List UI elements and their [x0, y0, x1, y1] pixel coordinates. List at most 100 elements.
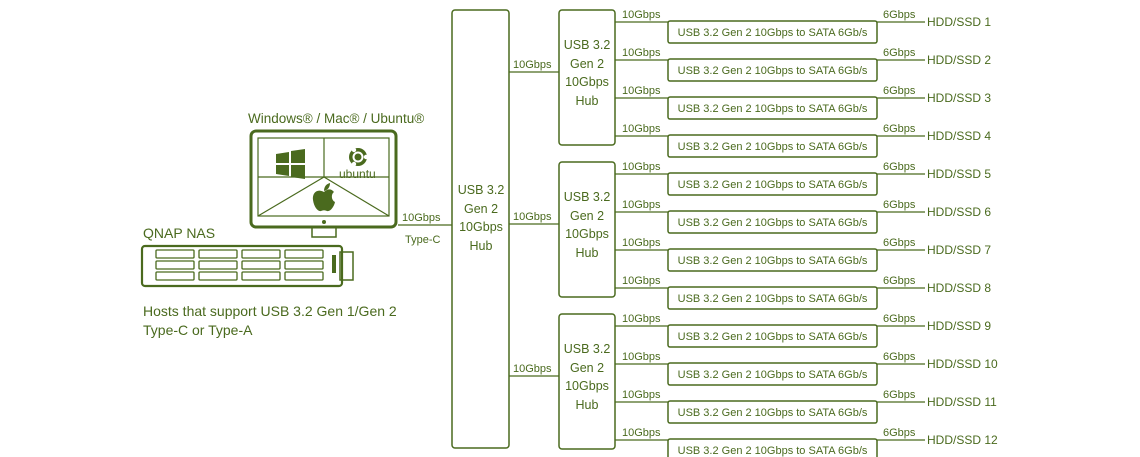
main-hub-line-2: Gen 2: [464, 202, 498, 216]
adapter-box: [667, 248, 878, 272]
adapter-label: USB 3.2 Gen 2 10Gbps to SATA 6Gb/s: [678, 369, 868, 381]
sub-hub-line-4: Hub: [576, 94, 599, 108]
drive-label: HDD/SSD 6: [927, 205, 991, 219]
adapter-box: [667, 362, 878, 386]
adapter-label: USB 3.2 Gen 2 10Gbps to SATA 6Gb/s: [678, 407, 868, 419]
adapter-in-speed: 10Gbps: [622, 47, 661, 59]
adapter-label: USB 3.2 Gen 2 10Gbps to SATA 6Gb/s: [678, 179, 868, 191]
sub-hub-box: [558, 313, 616, 450]
sub-hub-line-2: Gen 2: [570, 57, 604, 71]
adapter-label: USB 3.2 Gen 2 10Gbps to SATA 6Gb/s: [678, 103, 868, 115]
main-hub-line-4: Hub: [470, 239, 493, 253]
adapter-in-speed: 10Gbps: [622, 275, 661, 287]
nas-bay: [284, 249, 324, 259]
adapter-out-speed: 6Gbps: [883, 389, 916, 401]
adapter-out-speed: 6Gbps: [883, 237, 916, 249]
adapter-out-speed: 6Gbps: [883, 123, 916, 135]
sub-hub-line-4: Hub: [576, 398, 599, 412]
adapter-box: [667, 210, 878, 234]
sub-hub-line-1: USB 3.2: [564, 342, 611, 356]
adapter-out-speed: 6Gbps: [883, 85, 916, 97]
adapter-label: USB 3.2 Gen 2 10Gbps to SATA 6Gb/s: [678, 65, 868, 77]
adapter-in-speed: 10Gbps: [622, 199, 661, 211]
adapter-label: USB 3.2 Gen 2 10Gbps to SATA 6Gb/s: [678, 217, 868, 229]
ubuntu-wordmark: ubuntu: [339, 167, 376, 181]
adapter-label: USB 3.2 Gen 2 10Gbps to SATA 6Gb/s: [678, 27, 868, 39]
drive-label: HDD/SSD 2: [927, 53, 991, 67]
host-group: Windows® / Mac® / Ubuntu® ubuntu: [140, 111, 452, 338]
adapter-label: USB 3.2 Gen 2 10Gbps to SATA 6Gb/s: [678, 445, 868, 457]
nas-device-icon: [140, 244, 354, 288]
sub-hub-line-3: 10Gbps: [565, 227, 609, 241]
drive-label: HDD/SSD 12: [927, 433, 998, 447]
sub-hub-link-speed: 10Gbps: [513, 211, 552, 223]
sub-hub-box: [558, 161, 616, 298]
adapter-in-speed: 10Gbps: [622, 237, 661, 249]
windows-logo-icon: [276, 149, 305, 179]
nas-bay: [284, 260, 324, 270]
adapter-out-speed: 6Gbps: [883, 427, 916, 439]
adapter-box: [667, 134, 878, 158]
nas-bay: [241, 271, 281, 281]
nas-bay: [155, 249, 195, 259]
ubuntu-logo-icon: ubuntu: [339, 147, 376, 181]
main-hub-line-3: 10Gbps: [459, 220, 503, 234]
adapter-out-speed: 6Gbps: [883, 199, 916, 211]
os-label: Windows® / Mac® / Ubuntu®: [248, 111, 424, 126]
host-link-speed: 10Gbps: [402, 212, 441, 224]
adapter-out-speed: 6Gbps: [883, 9, 916, 21]
sub-hub-link-speed: 10Gbps: [513, 59, 552, 71]
apple-logo-icon: [312, 183, 335, 212]
drive-label: HDD/SSD 9: [927, 319, 991, 333]
nas-bay: [198, 271, 238, 281]
drive-label: HDD/SSD 1: [927, 15, 991, 29]
adapter-label: USB 3.2 Gen 2 10Gbps to SATA 6Gb/s: [678, 331, 868, 343]
nas-bay: [198, 260, 238, 270]
adapter-box: [667, 400, 878, 424]
adapter-box: [667, 286, 878, 310]
main-hub: USB 3.2 Gen 2 10Gbps Hub: [451, 9, 510, 449]
sub-hub-link-speed: 10Gbps: [513, 363, 552, 375]
adapter-in-speed: 10Gbps: [622, 427, 661, 439]
drive-label: HDD/SSD 7: [927, 243, 991, 257]
main-hub-line-1: USB 3.2: [458, 183, 505, 197]
nas-bay: [241, 260, 281, 270]
nas-bay: [284, 271, 324, 281]
drive-label: HDD/SSD 4: [927, 129, 991, 143]
nas-bay: [241, 249, 281, 259]
nas-bay: [198, 249, 238, 259]
adapter-box: [667, 438, 878, 457]
nas-bay: [155, 271, 195, 281]
sub-hub-line-2: Gen 2: [570, 361, 604, 375]
sub-hub-line-1: USB 3.2: [564, 38, 611, 52]
adapter-in-speed: 10Gbps: [622, 351, 661, 363]
sub-hub-box: [558, 9, 616, 146]
drive-label: HDD/SSD 3: [927, 91, 991, 105]
adapter-box: [667, 20, 878, 44]
adapter-box: [667, 58, 878, 82]
adapter-in-speed: 10Gbps: [622, 123, 661, 135]
sub-hub-line-2: Gen 2: [570, 209, 604, 223]
drive-label: HDD/SSD 10: [927, 357, 998, 371]
adapter-box: [667, 96, 878, 120]
drive-label: HDD/SSD 11: [927, 395, 997, 409]
adapter-in-speed: 10Gbps: [622, 389, 661, 401]
drive-label: HDD/SSD 8: [927, 281, 991, 295]
monitor-icon: [249, 129, 398, 238]
nas-label: QNAP NAS: [143, 225, 215, 241]
